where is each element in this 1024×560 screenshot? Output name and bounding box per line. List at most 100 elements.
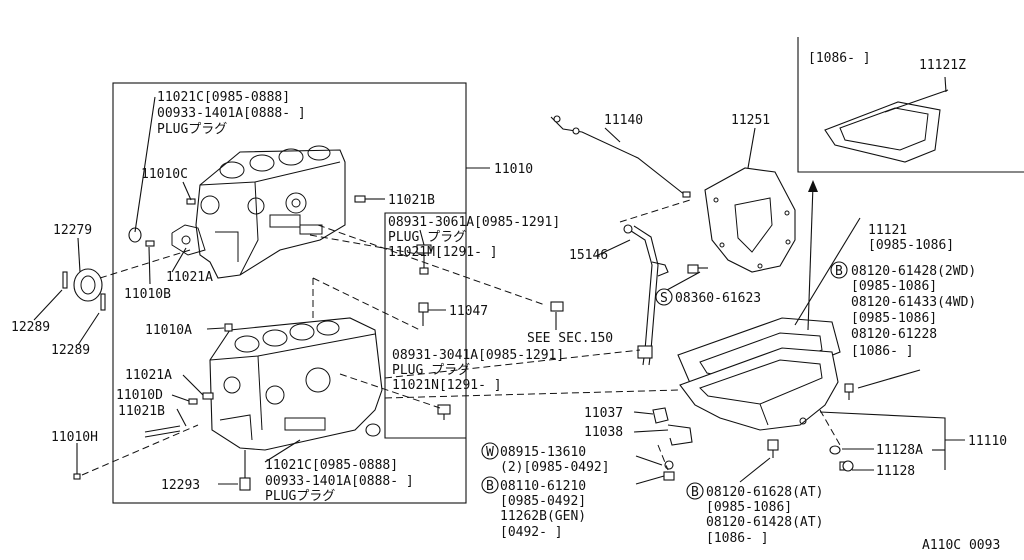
label-11021c-top-alt: 00933-1401A[0888- ] — [157, 106, 306, 121]
plug-11021b-bottom — [144, 425, 181, 438]
label-11110: 11110 — [968, 434, 1007, 449]
svg-text:S: S — [660, 291, 668, 306]
gasket-11128a — [829, 445, 841, 455]
label-08120-61428-at: 08120-61428(AT) — [706, 515, 823, 530]
marker-b-08110: B — [481, 476, 499, 494]
retainer-pin-a — [62, 271, 68, 289]
label-11010c: 11010C — [141, 167, 188, 182]
bolt-12293 — [239, 450, 251, 491]
drain-bolt-11021c — [365, 423, 381, 437]
cylinder-block-inner-frame — [384, 212, 466, 439]
rear-plate-11251 — [704, 167, 796, 273]
label-11021b-top: 11021B — [388, 193, 435, 208]
label-08931-3061a-plug: PLUG プラグ — [388, 230, 466, 245]
label-11021a-top: 11021A — [166, 270, 213, 285]
label-08110-61210: 08110-61210 — [500, 479, 586, 494]
label-08931-3041a: 08931-3041A[0985-1291] — [392, 348, 564, 363]
label-11121-date: [0985-1086] — [868, 238, 954, 253]
oil-pan — [679, 347, 839, 431]
svg-text:W: W — [486, 445, 494, 460]
label-08120-61433-date: [0985-1086] — [851, 311, 937, 326]
marker-w-08915: W — [481, 442, 499, 460]
bracket-11038 — [663, 424, 693, 481]
inset-frame — [797, 37, 1024, 173]
label-11038: 11038 — [584, 425, 623, 440]
rear-seal-small — [128, 227, 142, 243]
marker-b-08120-at: B — [686, 482, 704, 500]
plug-08931-3041 — [437, 404, 451, 420]
bolt-08120-at — [767, 439, 779, 458]
label-11121: 11121 — [868, 223, 907, 238]
plug-11047 — [418, 302, 429, 326]
plug-11021a-bottom — [202, 392, 214, 400]
leader-lines — [33, 76, 965, 485]
bolt-08360 — [687, 264, 708, 274]
marker-s-08360: S — [655, 288, 673, 306]
label-11262b-gen: 11262B(GEN) — [500, 509, 586, 524]
label-11251: 11251 — [731, 113, 770, 128]
figure-code: A110C 0093 — [922, 538, 1000, 553]
dowel-11010b — [145, 240, 155, 247]
sec150-fitting — [550, 301, 564, 312]
lower-engine-block — [209, 317, 383, 451]
marker-b-08120: B — [830, 261, 848, 279]
label-08120-61628-at: 08120-61628(AT) — [706, 485, 823, 500]
svg-text:B: B — [835, 264, 843, 279]
label-11010: 11010 — [494, 162, 533, 177]
baffle-11037 — [652, 407, 669, 424]
label-11140: 11140 — [604, 113, 643, 128]
label-11128: 11128 — [876, 464, 915, 479]
label-12293: 12293 — [161, 478, 200, 493]
label-08110-61210-date: [0985-0492] — [500, 494, 586, 509]
oil-level-gauge-guide — [623, 224, 669, 366]
label-08360-61623: 08360-61623 — [675, 291, 761, 306]
label-11021c-bottom-alt: 00933-1401A[0888- ] — [265, 474, 414, 489]
arrow-to-inset — [807, 180, 818, 331]
label-11262b-date: [0492- ] — [500, 525, 563, 540]
label-11010d: 11010D — [116, 388, 163, 403]
label-11021c-bottom-plug: PLUGプラグ — [265, 489, 335, 504]
label-11010h: 11010H — [51, 430, 98, 445]
retainer-pin-b — [100, 293, 106, 311]
label-12289-a: 12289 — [11, 320, 50, 335]
label-08915-13610: 08915-13610 — [500, 445, 586, 460]
label-11021b-bottom: 11021B — [118, 404, 165, 419]
label-11047: 11047 — [449, 304, 488, 319]
label-11021m: 11021M[1291- ] — [388, 245, 498, 260]
labels: 11021C[0985-0888] 00933-1401A[0888- ] PL… — [11, 51, 1007, 553]
label-11021c-top-plug: PLUGプラグ — [157, 122, 227, 137]
label-08931-3061a: 08931-3061A[0985-1291] — [388, 215, 560, 230]
label-see-sec-150: SEE SEC.150 — [527, 331, 613, 346]
oil-pan-bolt — [844, 383, 854, 400]
inset-oil-pan — [824, 89, 949, 163]
label-11021n: 11021N[1291- ] — [392, 378, 502, 393]
label-11128a: 11128A — [876, 443, 923, 458]
label-11021a-bottom: 11021A — [125, 368, 172, 383]
label-11021c-bottom: 11021C[0985-0888] — [265, 458, 398, 473]
svg-text:B: B — [691, 485, 699, 500]
label-08120-61228: 08120-61228 — [851, 327, 937, 342]
dowel-11010a — [224, 323, 233, 332]
label-12289-b: 12289 — [51, 343, 90, 358]
label-11121z: 11121Z — [919, 58, 966, 73]
label-08120-61428-2wd: 08120-61428(2WD) — [851, 264, 976, 279]
label-11037: 11037 — [584, 406, 623, 421]
label-08120-61228-date: [1086- ] — [851, 344, 914, 359]
label-11010a: 11010A — [145, 323, 192, 338]
label-08120-61628-date: [0985-1086] — [706, 500, 792, 515]
label-11010b: 11010B — [124, 287, 171, 302]
dashed-connectors — [81, 199, 841, 476]
label-08931-3041a-plug: PLUG プラグ — [392, 363, 470, 378]
label-08120-61428-date: [0985-1086] — [851, 279, 937, 294]
pin-11010h — [73, 455, 81, 480]
label-08120-61428-at-date: [1086- ] — [706, 531, 769, 546]
label-11021c-top: 11021C[0985-0888] — [157, 90, 290, 105]
upper-engine-block — [171, 145, 346, 279]
rear-oil-seal — [73, 268, 103, 302]
label-inset-date: [1086- ] — [808, 51, 871, 66]
label-12279: 12279 — [53, 223, 92, 238]
cylinder-block-frame — [112, 82, 467, 504]
label-15146: 15146 — [569, 248, 608, 263]
label-08120-61433-4wd: 08120-61433(4WD) — [851, 295, 976, 310]
